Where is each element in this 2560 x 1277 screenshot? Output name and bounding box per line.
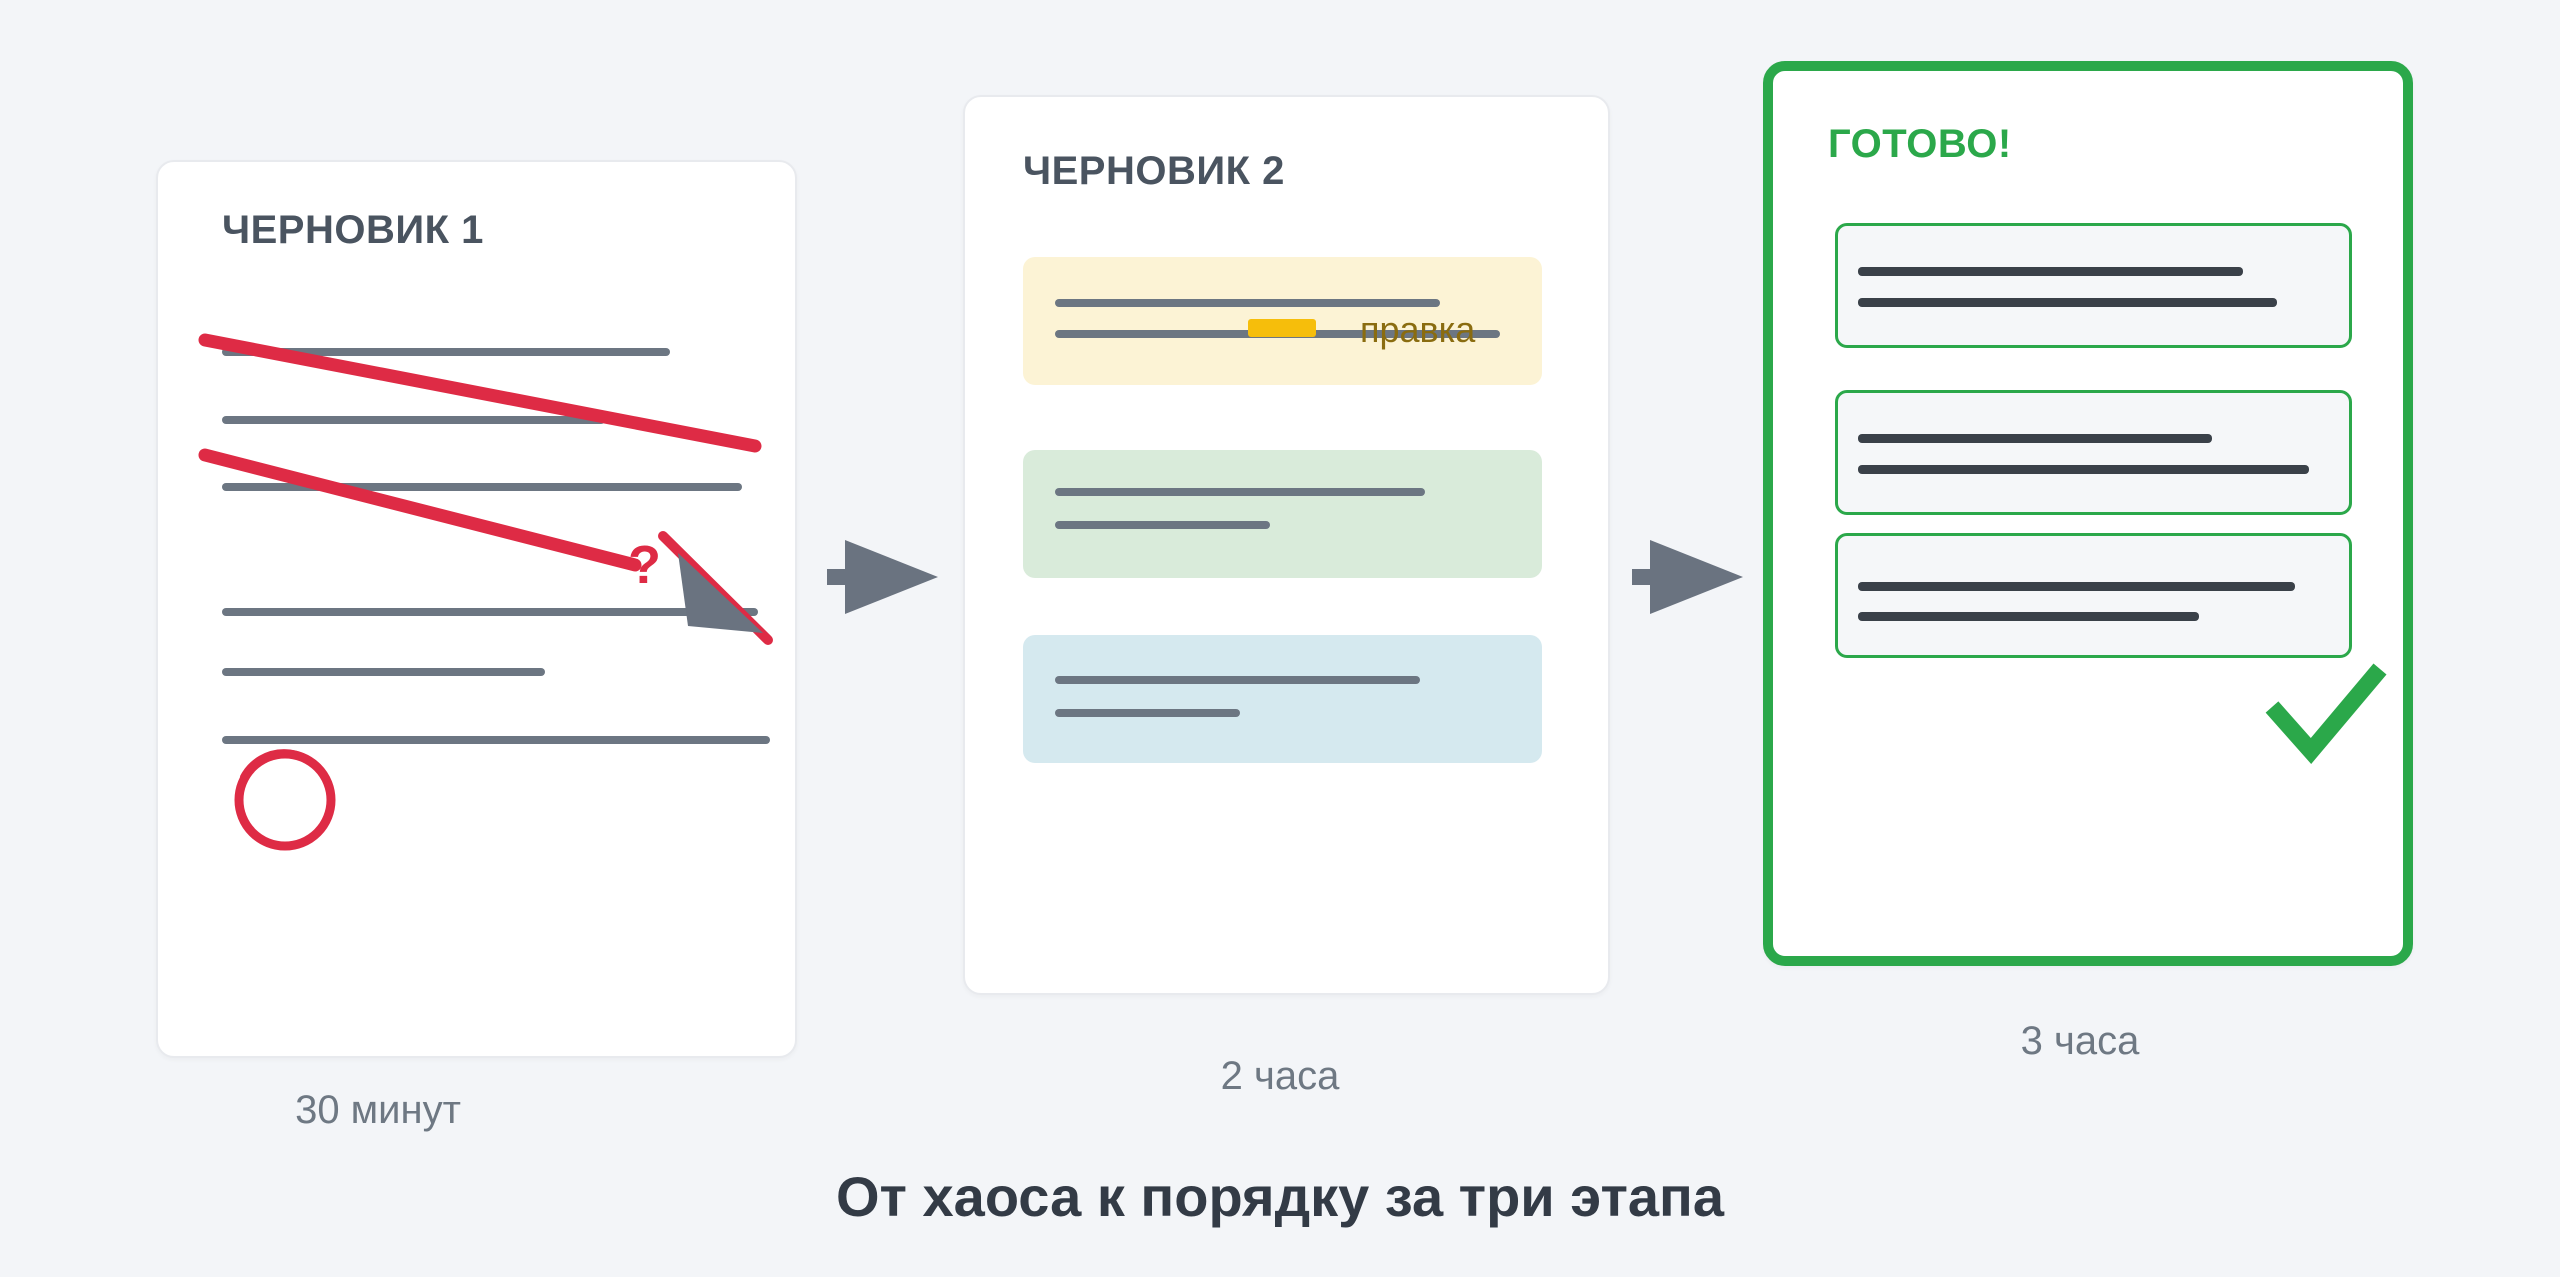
arrow-tail [1632, 569, 1652, 585]
yellow-note-block: правка [1023, 257, 1542, 385]
arrow-head [845, 540, 938, 614]
text-line [222, 668, 545, 676]
text-line [1858, 267, 2243, 276]
diagram-caption: От хаоса к порядку за три этапа [835, 1165, 1725, 1228]
final-title: ГОТОВО! [1828, 122, 2012, 166]
text-line [1858, 465, 2309, 474]
text-line [222, 416, 605, 424]
green-note-block [1023, 450, 1542, 578]
draft1-title: ЧЕРНОВИК 1 [222, 208, 484, 252]
blue-note-block [1023, 635, 1542, 763]
highlight-marker [1248, 319, 1316, 337]
arrow-tail [827, 569, 847, 585]
text-line [1055, 521, 1270, 529]
draft1-time-label: 30 минут [295, 1088, 461, 1132]
approved-text-box [1835, 533, 2352, 658]
draft2-card: ЧЕРНОВИК 2 правка [963, 95, 1610, 995]
approved-text-box [1835, 223, 2352, 348]
text-line [222, 348, 670, 356]
text-line [1858, 434, 2212, 443]
approved-text-box [1835, 390, 2352, 515]
text-line [1858, 612, 2199, 621]
text-line [222, 608, 758, 616]
draft2-time-label: 2 часа [1220, 1054, 1340, 1098]
arrow-right-icon [827, 540, 938, 614]
final-card: ГОТОВО! [1763, 61, 2413, 966]
arrow-head [1650, 540, 1743, 614]
final-time-label: 3 часа [2020, 1019, 2140, 1063]
text-line [222, 736, 770, 744]
question-mark: ? [628, 535, 661, 595]
arrow-right-icon [1632, 540, 1743, 614]
text-line [1055, 488, 1425, 496]
text-line [1055, 299, 1440, 307]
text-line [222, 483, 742, 491]
edit-label: правка [1360, 309, 1476, 350]
draft1-card: ЧЕРНОВИК 1 ? [156, 160, 797, 1058]
draft2-title: ЧЕРНОВИК 2 [1023, 149, 1285, 193]
text-line [1858, 298, 2277, 307]
text-line [1055, 709, 1240, 717]
text-line [1055, 676, 1420, 684]
text-line [1858, 582, 2295, 591]
